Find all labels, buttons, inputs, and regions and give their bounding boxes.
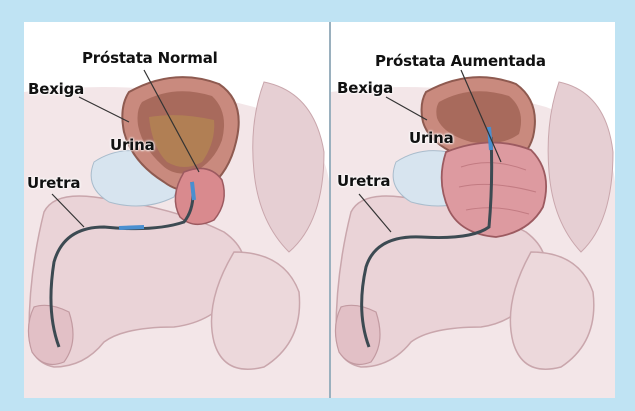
glans-shape bbox=[335, 305, 380, 364]
normal-prostate-panel: Próstata Normal Bexiga Urina Uretra bbox=[24, 22, 329, 398]
urine-flow-arrow bbox=[192, 182, 194, 200]
urine-label-right: Urina bbox=[409, 129, 454, 147]
bladder-label-left: Bexiga bbox=[28, 80, 84, 98]
normal-prostate-title: Próstata Normal bbox=[82, 49, 218, 67]
urine-flow-arrow-2 bbox=[119, 227, 144, 228]
normal-prostate-illustration bbox=[24, 22, 329, 398]
urine-label-left: Urina bbox=[110, 136, 155, 154]
prostate-enlarged-shape bbox=[442, 142, 546, 237]
enlarged-prostate-title: Próstata Aumentada bbox=[375, 52, 546, 70]
enlarged-prostate-panel: Próstata Aumentada Bexiga Urina Uretra bbox=[331, 22, 615, 398]
prostate-normal-shape bbox=[175, 168, 224, 224]
urethra-label-left: Uretra bbox=[27, 174, 80, 192]
urethra-label-right: Uretra bbox=[337, 172, 390, 190]
bladder-label-right: Bexiga bbox=[337, 79, 393, 97]
